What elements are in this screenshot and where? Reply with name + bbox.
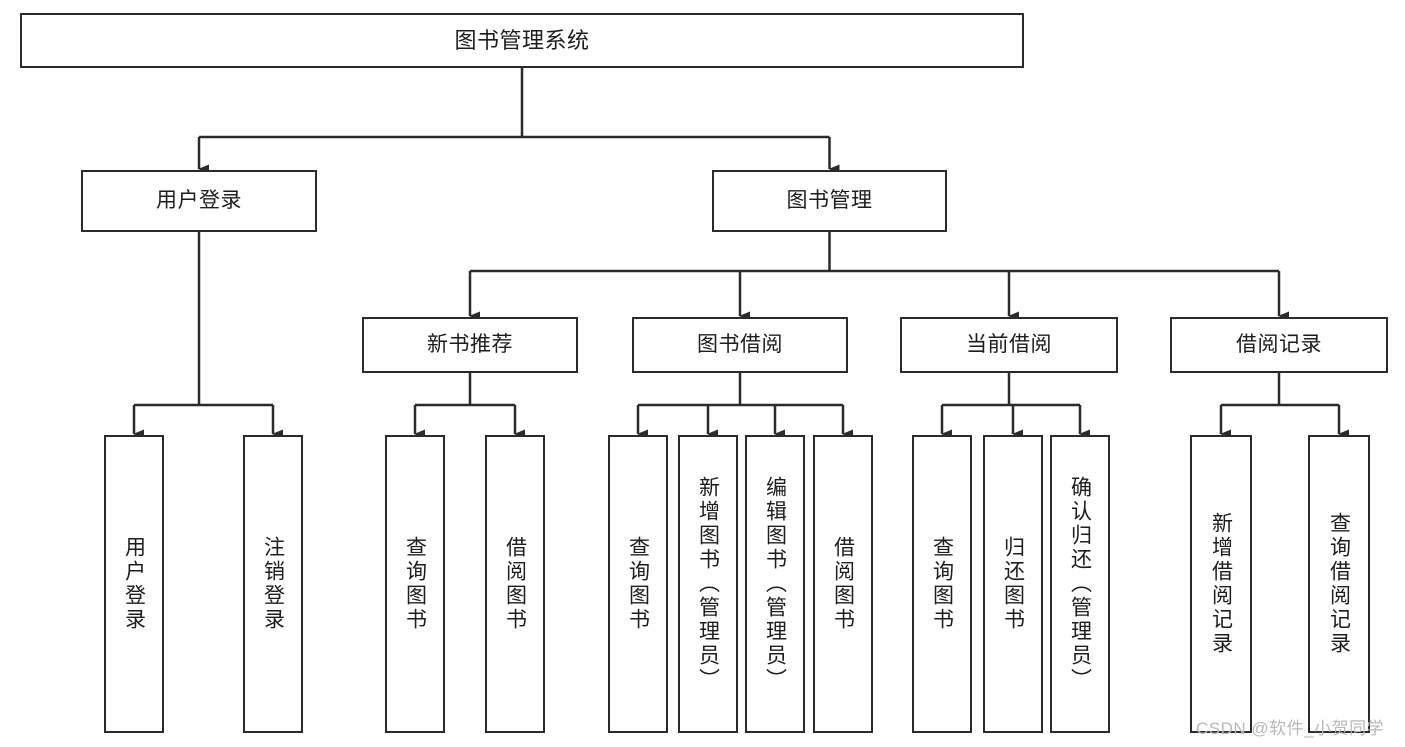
node-label: 图书借阅 (697, 332, 783, 356)
node-leaf-rec-query[interactable]: 查询图书 (385, 435, 445, 733)
node-leaf-cb-query[interactable]: 查询图书 (912, 435, 972, 733)
node-label: 借阅记录 (1236, 332, 1322, 356)
node-label: 当前借阅 (966, 332, 1052, 356)
node-label: 编辑图书（管理员） (763, 476, 787, 692)
node-label: 查询图书 (626, 536, 650, 632)
node-label: 注销登录 (261, 536, 285, 632)
node-label: 新增借阅记录 (1209, 512, 1233, 656)
node-label: 新书推荐 (427, 332, 513, 356)
node-label: 借阅图书 (831, 536, 855, 632)
node-new-book-rec[interactable]: 新书推荐 (362, 317, 578, 373)
node-leaf-br-query[interactable]: 查询借阅记录 (1308, 435, 1370, 733)
node-leaf-user-login[interactable]: 用户登录 (104, 435, 164, 733)
node-label: 用户登录 (122, 536, 146, 632)
node-label: 新增图书（管理员） (696, 476, 720, 692)
node-label: 查询借阅记录 (1327, 512, 1351, 656)
node-borrow-record[interactable]: 借阅记录 (1170, 317, 1388, 373)
node-leaf-br-add[interactable]: 新增借阅记录 (1190, 435, 1252, 733)
node-current-borrow[interactable]: 当前借阅 (900, 317, 1118, 373)
node-leaf-bb-borrow[interactable]: 借阅图书 (813, 435, 873, 733)
node-leaf-cb-confirm[interactable]: 确认归还（管理员） (1050, 435, 1110, 733)
node-label: 确认归还（管理员） (1068, 476, 1092, 692)
node-leaf-user-logout[interactable]: 注销登录 (243, 435, 303, 733)
node-label: 图书管理系统 (454, 27, 590, 53)
node-leaf-bb-query[interactable]: 查询图书 (608, 435, 668, 733)
node-leaf-bb-add[interactable]: 新增图书（管理员） (678, 435, 738, 733)
edge-group (132, 68, 1349, 439)
node-root[interactable]: 图书管理系统 (20, 13, 1024, 68)
node-label: 归还图书 (1001, 536, 1025, 632)
node-label: 查询图书 (930, 536, 954, 632)
node-book-borrow[interactable]: 图书借阅 (632, 317, 848, 373)
node-label: 借阅图书 (503, 536, 527, 632)
node-label: 图书管理 (786, 188, 873, 212)
node-label: 用户登录 (156, 188, 242, 212)
node-user-login[interactable]: 用户登录 (81, 170, 317, 232)
node-label: 查询图书 (403, 536, 427, 632)
node-leaf-cb-return[interactable]: 归还图书 (983, 435, 1043, 733)
node-leaf-bb-edit[interactable]: 编辑图书（管理员） (745, 435, 805, 733)
node-book-manage[interactable]: 图书管理 (712, 170, 947, 232)
watermark-label: CSDN @软件_小贺同学 (1196, 719, 1385, 738)
node-leaf-rec-borrow[interactable]: 借阅图书 (485, 435, 545, 733)
